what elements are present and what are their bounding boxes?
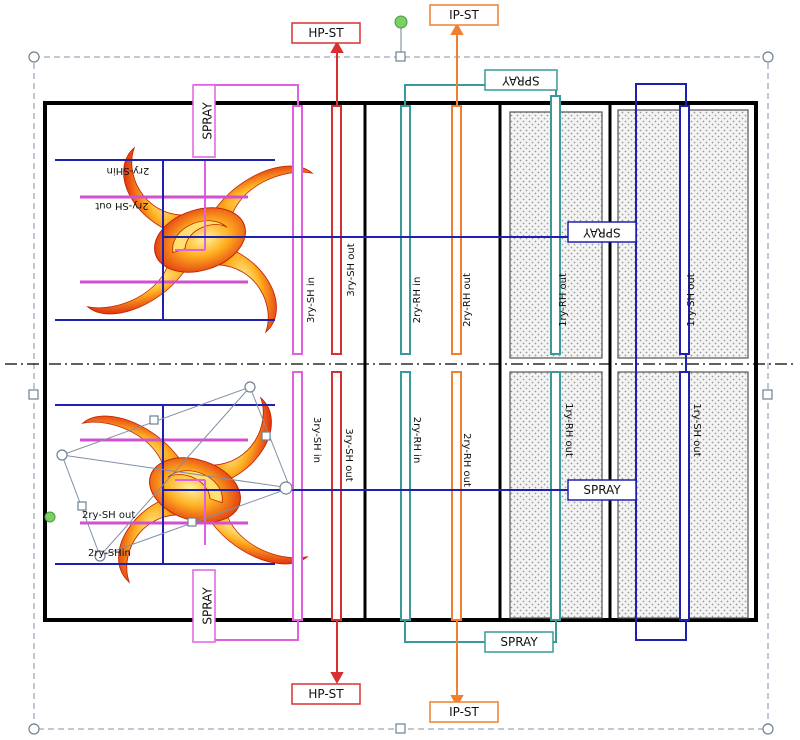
resize-handle-icon[interactable]: [279, 481, 293, 495]
hp-st-tubes: [330, 40, 344, 685]
resize-handle-icon[interactable]: [77, 501, 87, 511]
spray-teal-bottom: SPRAY: [484, 631, 554, 653]
label-3ry-sh-out-bottom: 3ry-SH out: [343, 428, 354, 481]
spray-box: [192, 569, 216, 643]
ip-st-bottom: IP-ST: [429, 701, 499, 723]
resize-handle-icon[interactable]: [261, 431, 271, 441]
hp-st-top: HP-ST: [291, 22, 361, 44]
hp-st-bottom-label: HP-ST: [308, 687, 344, 701]
ip-st-bottom-label: IP-ST: [449, 705, 479, 719]
label-2ry-rh-in-top: 2ry-RH in: [412, 277, 423, 324]
hp-st-top-label: HP-ST: [308, 26, 344, 40]
resize-handle-icon[interactable]: [244, 381, 256, 393]
resize-handle-icon[interactable]: [187, 517, 197, 527]
resize-handle-icon[interactable]: [395, 51, 406, 62]
rotate-handle-icon[interactable]: [44, 511, 56, 523]
resize-handle-icon[interactable]: [28, 723, 40, 735]
selected-swirl-overlay: [61, 386, 291, 557]
spray-label-pink-bottom: SPRAY: [201, 587, 215, 625]
ip-st-tubes: [450, 22, 464, 708]
label-1ry-rh-out-bottom: 1ry-RH out: [563, 403, 574, 457]
resize-handle-icon[interactable]: [762, 723, 774, 735]
resize-handle-icon[interactable]: [762, 389, 773, 400]
label-1ry-sh-out-top: 1ry-SH out: [686, 273, 697, 326]
svg-text:SPRAY: SPRAY: [500, 635, 538, 649]
resize-handle-icon[interactable]: [56, 449, 68, 461]
spray-teal-top: SPRAY: [484, 69, 558, 91]
svg-text:SPRAY: SPRAY: [583, 483, 621, 497]
label-2ry-sh-in-bottom: 2ry-SHin: [88, 548, 131, 559]
spray-blue-bottom: SPRAY: [567, 479, 637, 501]
spray-blue-top: SPRAY: [567, 221, 637, 243]
rotate-handle-icon[interactable]: [394, 15, 408, 29]
resize-handle-icon[interactable]: [28, 51, 40, 63]
label-1ry-sh-out-bottom: 1ry-SH out: [691, 403, 702, 456]
svg-text:SPRAY: SPRAY: [502, 74, 540, 88]
spray-label-pink-top: SPRAY: [201, 102, 215, 140]
resize-handle-icon[interactable]: [395, 723, 406, 734]
teal-rh-system: [400, 84, 561, 643]
label-3ry-sh-in-bottom: 3ry-SH in: [311, 417, 322, 463]
spray-box: [192, 84, 216, 158]
label-2ry-sh-in-top: 2ry-SHin: [107, 165, 150, 176]
label-2ry-rh-in-bottom: 2ry-RH in: [411, 417, 422, 464]
ip-st-top-label: IP-ST: [449, 8, 479, 22]
resize-handle-icon[interactable]: [94, 550, 106, 562]
blue-sh-system: [163, 83, 690, 641]
label-2ry-rh-out-top: 2ry-RH out: [462, 273, 473, 327]
resize-handle-icon[interactable]: [762, 51, 774, 63]
label-3ry-sh-in-top: 3ry-SH in: [306, 277, 317, 323]
hp-st-bottom: HP-ST: [291, 683, 361, 705]
label-2ry-sh-out-bottom: 2ry-SH out: [82, 510, 135, 521]
ip-st-top: IP-ST: [429, 4, 499, 26]
label-3ry-sh-out-top: 3ry-SH out: [346, 243, 357, 296]
label-1ry-rh-out-top: 1ry-RH out: [558, 273, 569, 327]
resize-handle-icon[interactable]: [28, 389, 39, 400]
svg-text:SPRAY: SPRAY: [583, 226, 621, 240]
label-2ry-sh-out-top: 2ry-SH out: [95, 200, 148, 211]
resize-handle-icon[interactable]: [149, 415, 159, 425]
label-2ry-rh-out-bottom: 2ry-RH out: [461, 433, 472, 487]
